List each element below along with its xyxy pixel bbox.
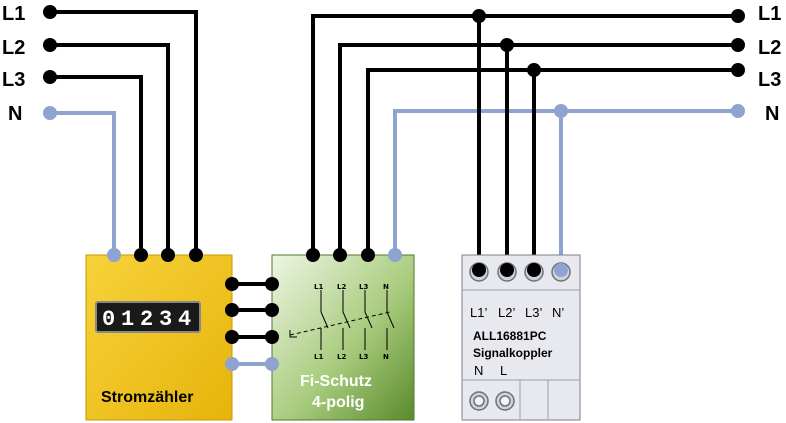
coupler-term: L3’ (525, 305, 542, 320)
terminal-dot (731, 9, 745, 23)
rcd-label-2: 4-polig (312, 394, 364, 411)
rcd-top-term: N (383, 283, 389, 291)
meter-label: Stromzähler (101, 389, 193, 406)
left-label-l3: L3 (2, 69, 25, 91)
terminal-dot (189, 248, 203, 262)
terminal-dot (161, 248, 175, 262)
meter-digits: 0 1 2 3 4 (102, 307, 191, 332)
supply-wire-l2 (50, 43, 170, 255)
rcd-bottom-term: L2 (337, 353, 346, 361)
terminal-dot (225, 330, 239, 344)
left-label-l2: L2 (2, 37, 25, 59)
left-label-n: N (8, 103, 22, 125)
supply-wire-l3 (50, 75, 143, 255)
terminal-dot (527, 263, 541, 277)
rcd-top-term: L1 (314, 283, 323, 291)
terminal-dot (554, 263, 568, 277)
terminal-dot (731, 63, 745, 77)
junction-dot (472, 9, 486, 23)
terminal-dot (472, 263, 486, 277)
terminal-dot (225, 303, 239, 317)
meter-digit: 4 (178, 307, 191, 332)
signal-coupler: L1’ L2’ L3’ N’ ALL16881PC Signalkoppler … (461, 254, 581, 421)
meter-digit: 1 (121, 307, 134, 332)
terminal-dot (43, 106, 57, 120)
junction-dot (527, 63, 541, 77)
terminal-dot (333, 248, 347, 262)
load-wire-n (393, 109, 738, 255)
meter-digit: 0 (102, 307, 115, 332)
terminal-dot (43, 5, 57, 19)
terminal-dot (225, 357, 239, 371)
left-label-l1: L1 (2, 3, 25, 25)
right-label-l3: L3 (758, 69, 781, 91)
load-wire-l2 (338, 43, 738, 255)
terminal-dot (500, 263, 514, 277)
switch-symbol (289, 290, 395, 350)
rcd-top-term: L3 (359, 283, 368, 291)
terminal-dot (134, 248, 148, 262)
right-label-l1: L1 (758, 3, 781, 25)
terminal-dot (265, 277, 279, 291)
coupler-term: N’ (552, 305, 564, 320)
load-wire-l1 (311, 14, 738, 255)
coupler-term: L1’ (470, 305, 487, 320)
terminal-dot (388, 248, 402, 262)
terminal-dot (265, 330, 279, 344)
junction-dot (500, 38, 514, 52)
rcd-bottom-term: L1 (314, 353, 323, 361)
coupler-name: Signalkoppler (473, 346, 553, 360)
rcd-bottom-term: L3 (359, 353, 368, 361)
right-label-n: N (765, 103, 779, 125)
meter-digit: 3 (159, 307, 172, 332)
rcd-bottom-term: N (383, 353, 389, 361)
junction-dot (554, 104, 568, 118)
coupler-model: ALL16881PC (473, 329, 547, 343)
meter-counter (95, 301, 201, 333)
terminal-dot (265, 303, 279, 317)
terminal-dot (225, 277, 239, 291)
rcd-top-term: L2 (337, 283, 346, 291)
coupler-term: L2’ (498, 305, 515, 320)
terminal-dot (43, 70, 57, 84)
coupler-bottom-term: N (474, 363, 483, 378)
electricity-meter: 0 1 2 3 4 Stromzähler (85, 254, 233, 421)
terminal-dot (361, 248, 375, 262)
terminal-dot (265, 357, 279, 371)
right-label-l2: L2 (758, 37, 781, 59)
terminal-dot (43, 38, 57, 52)
terminal-dot (731, 38, 745, 52)
terminal-dot (107, 248, 121, 262)
load-wire-l3 (366, 68, 738, 255)
rcd-breaker: L1 L2 L3 N L1 L2 L3 N Fi-Schutz 4-polig (271, 254, 415, 421)
meter-digit: 2 (140, 307, 153, 332)
supply-wire-n (50, 111, 116, 255)
coupler-bottom-term: L (500, 363, 507, 378)
supply-wire-l1 (50, 10, 198, 255)
terminal-dot (306, 248, 320, 262)
rcd-label-1: Fi-Schutz (300, 373, 372, 390)
terminal-dot (731, 104, 745, 118)
